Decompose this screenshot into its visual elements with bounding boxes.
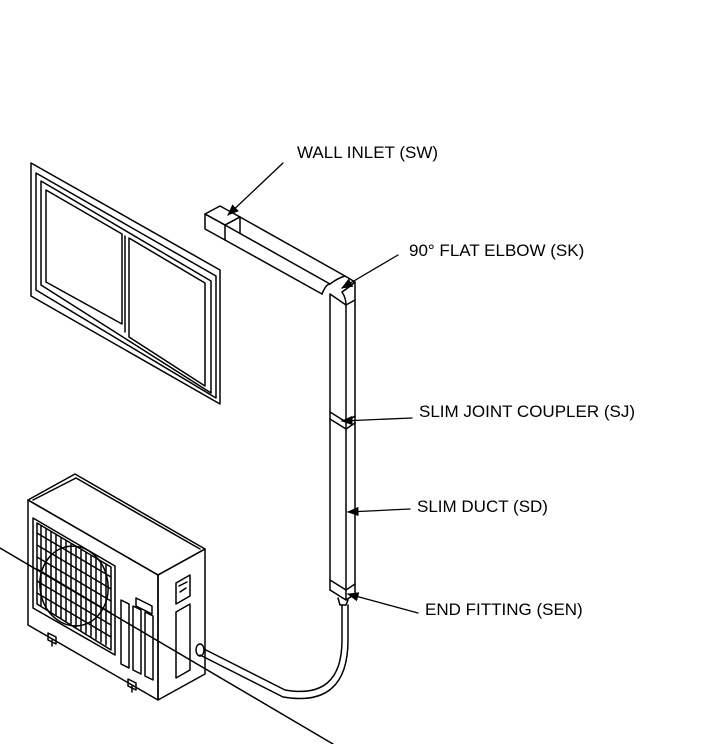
vertical-duct (329, 293, 356, 601)
leader-lines (227, 162, 419, 614)
unit-feet (47, 632, 137, 693)
label-flat-elbow: 90° FLAT ELBOW (SK) (409, 241, 585, 260)
label-slim-duct: SLIM DUCT (SD) (417, 497, 548, 516)
horizontal-duct (224, 216, 346, 295)
refrigerant-pipe (195, 604, 349, 700)
label-joint-coupler: SLIM JOINT COUPLER (SJ) (419, 402, 635, 421)
fan-grille (32, 517, 116, 656)
leader-wall-inlet (227, 162, 284, 216)
outdoor-unit (27, 473, 206, 701)
service-panel (120, 574, 191, 681)
label-end-fitting: END FITTING (SEN) (425, 600, 583, 619)
leader-slim-duct (346, 506, 411, 517)
end-fitting (329, 579, 356, 606)
leader-flat-elbow (340, 254, 399, 289)
leader-end-fitting (346, 592, 419, 614)
label-wall-inlet: WALL INLET (SW) (297, 143, 439, 162)
leader-joint-coupler (340, 415, 413, 426)
wall-inlet (204, 205, 241, 241)
flat-elbow (321, 275, 356, 306)
window (30, 162, 221, 405)
